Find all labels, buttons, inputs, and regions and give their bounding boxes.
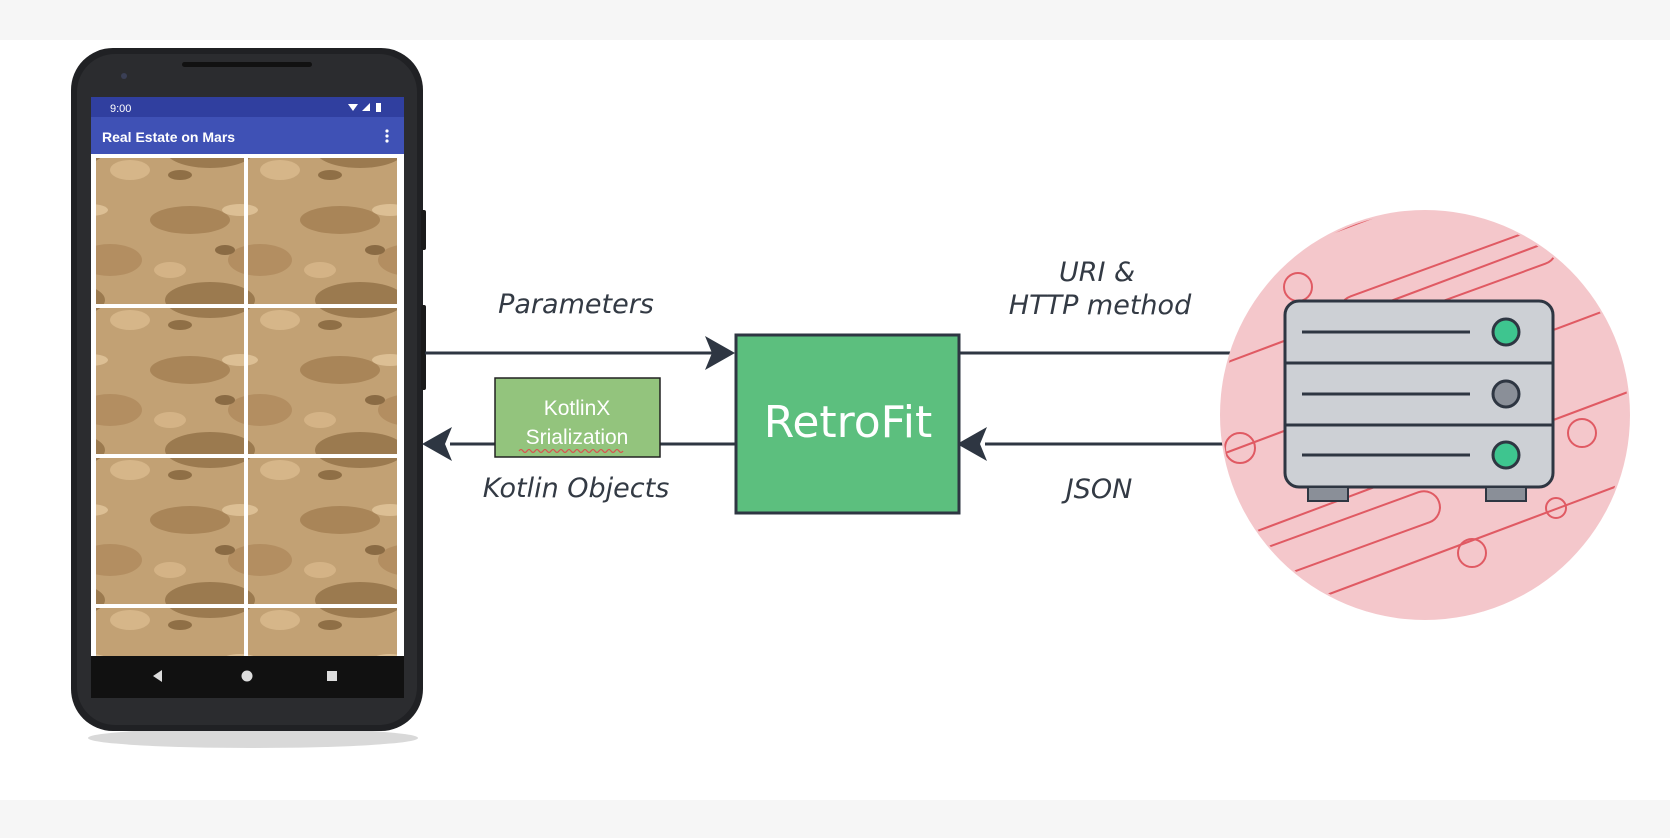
retrofit-box-bg (734, 333, 961, 515)
grid-tile[interactable] (248, 158, 397, 304)
architecture-diagram: 9:00 Real Estate on Mars (71, 48, 1630, 748)
arrowhead-json (957, 427, 987, 461)
arrowhead-kotlin-objects (422, 427, 452, 461)
serialization-line2: Srialization (526, 426, 629, 449)
recents-icon[interactable] (327, 671, 337, 681)
serialization-line1: KotlinX (544, 397, 611, 420)
status-time: 9:00 (110, 103, 131, 115)
server-led-green-icon (1491, 440, 1521, 470)
power-button (421, 210, 426, 250)
server-illustration (1220, 210, 1630, 620)
wifi-icon (348, 104, 358, 111)
grid-tile[interactable] (96, 458, 244, 604)
server-led-gray-icon (1491, 379, 1521, 409)
kotlin-objects-label: Kotlin Objects (483, 473, 670, 504)
front-camera-icon (121, 73, 127, 79)
app-title: Real Estate on Mars (102, 129, 235, 145)
spellcheck-underline (518, 448, 624, 454)
home-icon[interactable] (241, 670, 253, 682)
server-foot (1307, 486, 1349, 502)
android-phone: 9:00 Real Estate on Mars (71, 48, 426, 748)
overflow-menu-icon[interactable] (385, 129, 389, 143)
server-foot (1485, 486, 1527, 502)
phone-speaker (182, 62, 312, 67)
status-bar (91, 97, 404, 117)
grid-tile[interactable] (96, 158, 244, 304)
app-bar (91, 117, 404, 154)
back-icon[interactable] (153, 670, 162, 682)
kotlinx-serialization-box: KotlinX Srialization (494, 377, 661, 458)
retrofit-box: RetroFit (734, 333, 961, 515)
parameters-label: Parameters (498, 289, 654, 320)
retrofit-label: RetroFit (764, 397, 933, 448)
mars-photo-grid (96, 158, 397, 698)
serialization-box-bg (494, 377, 661, 458)
uri-label: URI & (1059, 257, 1135, 288)
arrowhead-parameters (705, 336, 735, 370)
phone-shadow (88, 728, 418, 748)
grid-tile[interactable] (248, 308, 397, 454)
http-method-label: HTTP method (1009, 290, 1192, 321)
grid-tile[interactable] (248, 458, 397, 604)
battery-icon (376, 103, 381, 112)
diagram-canvas: 9:00 Real Estate on Mars (0, 40, 1670, 800)
grid-tile[interactable] (96, 308, 244, 454)
server-led-green-icon (1491, 317, 1521, 347)
signal-icon (362, 103, 370, 111)
json-label: JSON (1061, 474, 1133, 505)
volume-rocker (421, 305, 426, 390)
